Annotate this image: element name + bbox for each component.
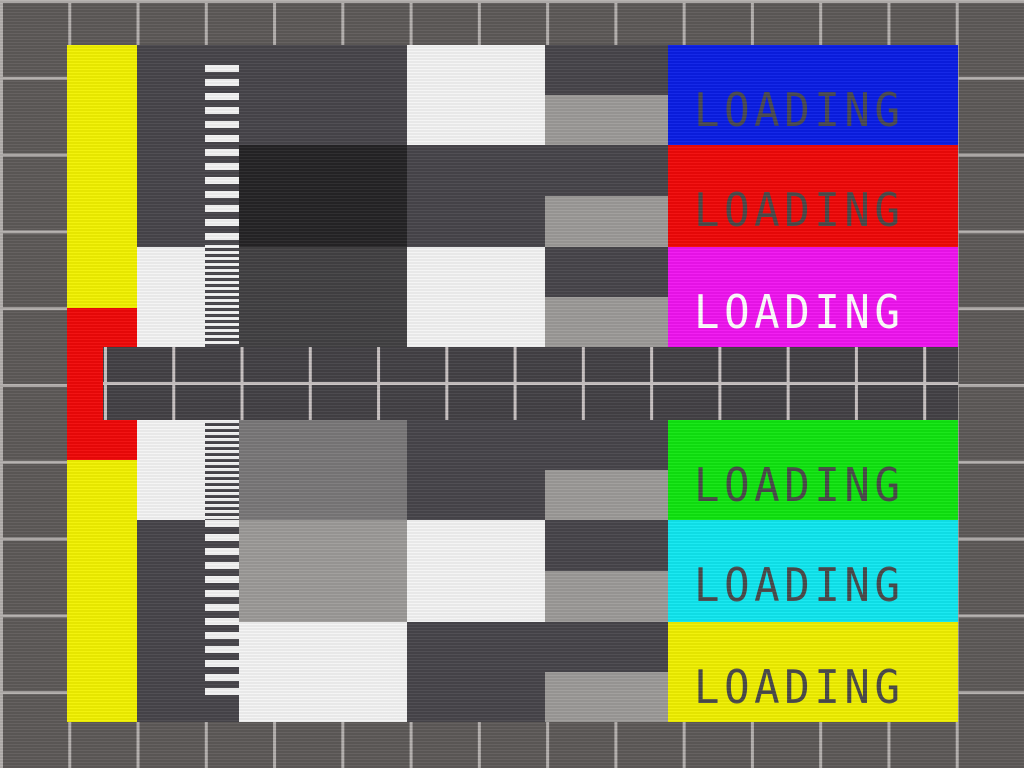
loading-text: LOADING [694, 660, 905, 714]
gray-block-b1 [407, 45, 545, 145]
loading-bar-red: LOADING [668, 145, 958, 247]
gray-block-a3 [239, 247, 407, 347]
gray-block-a2 [239, 145, 407, 247]
gray-block-c4 [545, 196, 668, 247]
gray-block-c9 [545, 520, 668, 571]
gray-block-b5 [407, 520, 545, 622]
loading-bar-yellow: LOADING [668, 622, 958, 722]
loading-text: LOADING [694, 558, 905, 612]
loading-text: LOADING [694, 83, 905, 137]
gray-block-b4 [407, 420, 545, 520]
loading-bar-cyan: LOADING [668, 520, 958, 622]
loading-text: LOADING [694, 183, 905, 237]
gray-block-c8 [545, 470, 668, 520]
gray-block-b3 [407, 247, 545, 347]
gray-block-c3 [545, 145, 668, 196]
loading-bar-magenta: LOADING [668, 247, 958, 347]
loading-bar-blue: LOADING [668, 45, 958, 145]
gray-block-b6 [407, 622, 545, 722]
gray-block-c6 [545, 297, 668, 347]
gray-block-a4 [239, 420, 407, 520]
gray-block-c5 [545, 247, 668, 297]
gray-block-a6 [239, 622, 407, 722]
loading-text: LOADING [694, 458, 905, 512]
loading-bar-green: LOADING [668, 420, 958, 520]
gray-block-c10 [545, 571, 668, 622]
gray-block-c1 [545, 45, 668, 95]
yellow-column-top [67, 45, 137, 308]
resolution-ladder-top-fine [205, 245, 239, 347]
white-block-left-bottom [137, 420, 205, 520]
gray-block-a5 [239, 520, 407, 622]
gray-block-c7 [545, 420, 668, 470]
gray-block-b2 [407, 145, 545, 247]
white-block-left-top [137, 247, 205, 347]
center-grid-band [103, 347, 958, 420]
loading-text: LOADING [694, 285, 905, 339]
gray-block-a1 [239, 45, 407, 145]
gray-block-c12 [545, 672, 668, 722]
gray-block-c11 [545, 622, 668, 672]
resolution-ladder-bottom-fine [205, 420, 239, 520]
gray-block-c2 [545, 95, 668, 145]
yellow-column-bottom [67, 460, 137, 722]
resolution-ladder-bottom [205, 520, 239, 702]
